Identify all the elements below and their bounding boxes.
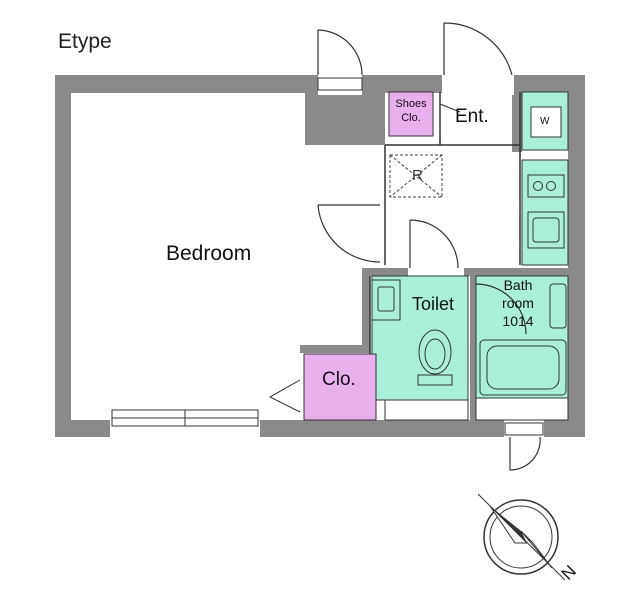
refrigerator-label: R — [412, 167, 423, 184]
toilet-room — [371, 275, 469, 421]
washer-label: W — [540, 116, 550, 127]
door-swing-icon — [317, 22, 541, 471]
bathroom-label-line2: room — [502, 295, 534, 312]
refrigerator-space — [389, 154, 443, 198]
plan-title: Etype — [58, 30, 112, 53]
shoes-closet-label-line1: Shoes — [395, 98, 427, 110]
entrance-label: Ent. — [455, 106, 489, 127]
bathroom — [475, 275, 569, 421]
bedroom-label: Bedroom — [166, 242, 252, 265]
closet-label: Clo. — [322, 369, 356, 390]
toilet-label: Toilet — [412, 294, 455, 314]
stove-icon — [527, 174, 565, 198]
kitchen — [521, 159, 569, 266]
bathtub-icon — [479, 339, 567, 396]
shoes-closet — [388, 91, 434, 137]
bathroom-label: Bath room 1014 — [490, 276, 546, 331]
shoes-closet-label-line2: Clo. — [401, 111, 421, 124]
compass-icon — [477, 493, 566, 581]
bathroom-label-line3: 1014 — [502, 313, 534, 330]
toilet-icon — [417, 329, 453, 386]
closet — [303, 353, 377, 421]
bathroom-label-line1: Bath — [503, 277, 533, 293]
closet-door-icon — [268, 379, 301, 413]
washer-icon — [521, 91, 569, 151]
sink-icon — [527, 211, 565, 249]
window-icon — [111, 77, 544, 436]
shoes-closet-label: Shoes Clo. — [389, 98, 433, 126]
